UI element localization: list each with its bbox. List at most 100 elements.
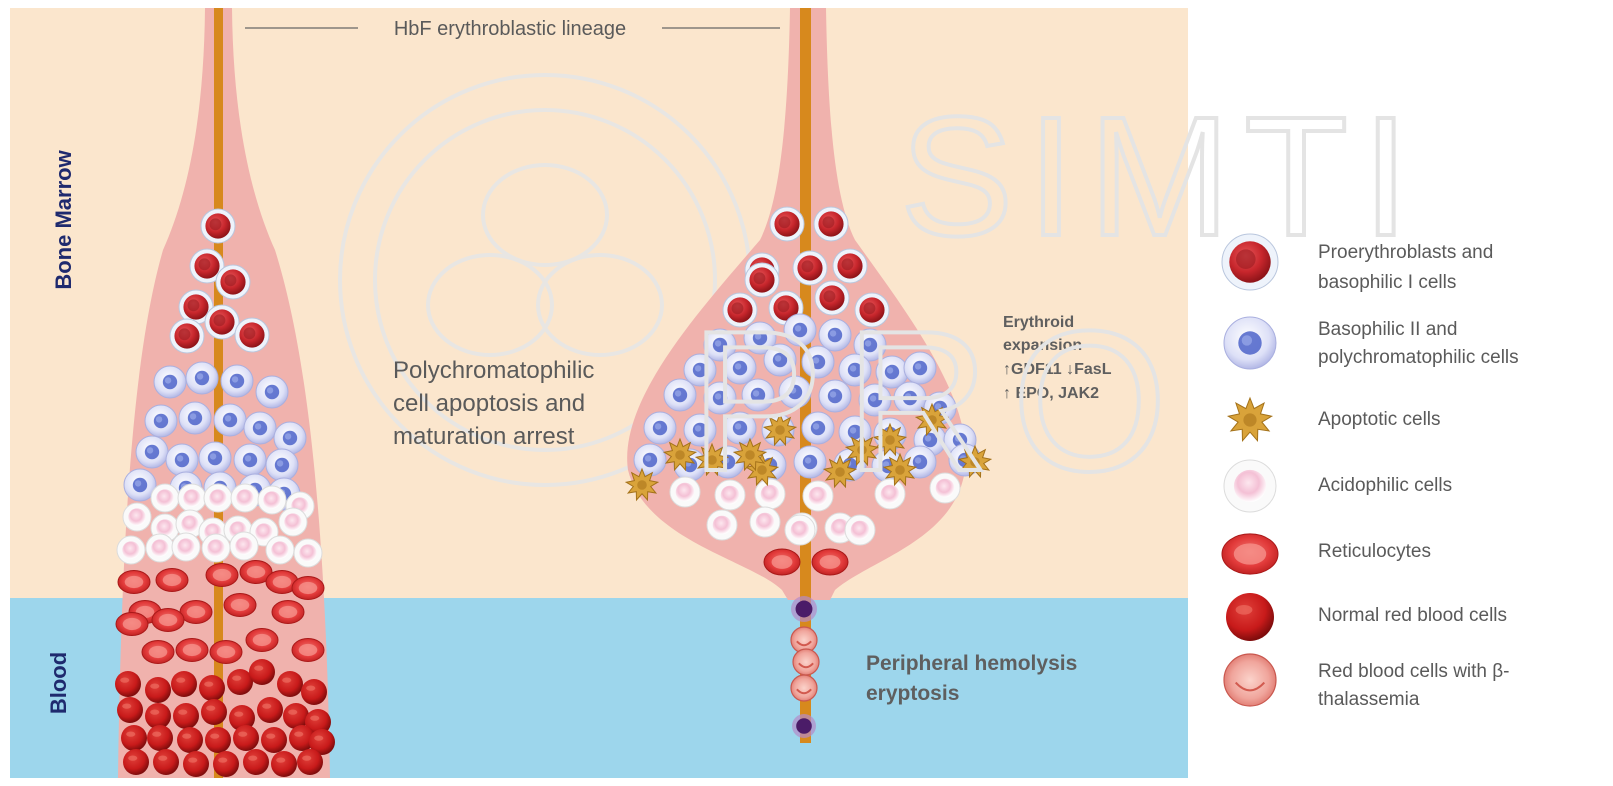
red-blood-cell: [123, 749, 149, 775]
legend: Proerythroblasts andbasophilic I cellsBa…: [1222, 234, 1519, 710]
proerythroblast-cell: [833, 249, 867, 283]
red-blood-cell: [301, 679, 327, 705]
basophilic-cell: [234, 444, 266, 476]
red-blood-cell: [205, 727, 231, 753]
basophilic-cell: [166, 444, 198, 476]
acidophilic-cell: [204, 484, 232, 512]
dying-cell: [791, 596, 817, 622]
red-blood-cell: [201, 699, 227, 725]
red-blood-cell: [145, 677, 171, 703]
apoptotic-cell: [1228, 398, 1271, 441]
polychromatophilic-text-3: maturation arrest: [393, 423, 575, 450]
blood-label: Blood: [46, 652, 71, 714]
basophilic-cell: [136, 436, 168, 468]
lineage-title: HbF erythroblastic lineage: [394, 18, 626, 40]
proerythroblast-cell: [205, 305, 239, 339]
legend-label: Reticulocytes: [1318, 541, 1431, 562]
proerythroblast-cell: [216, 265, 250, 299]
proerythroblast-cell: [201, 209, 235, 243]
acidophilic-cell: [178, 484, 206, 512]
proerythroblast-cell: [770, 207, 804, 241]
proerythroblast-cell: [1222, 234, 1278, 290]
red-blood-cell: [257, 697, 283, 723]
red-blood-cell: [1226, 593, 1274, 641]
acidophilic-cell: [707, 510, 737, 540]
reticulocyte-cell: [292, 576, 324, 599]
reticulocyte-cell: [292, 638, 324, 661]
legend-label-continued: thalassemia: [1318, 689, 1420, 710]
dying-cell: [792, 714, 816, 738]
thalassemic-rbc: [1224, 654, 1276, 706]
reticulocyte-cell: [180, 600, 212, 623]
red-blood-cell: [297, 749, 323, 775]
acidophilic-cell: [258, 486, 286, 514]
basophilic-cell: [244, 412, 276, 444]
acidophilic-cell: [117, 536, 145, 564]
acidophilic-cell: [123, 503, 151, 531]
thalassemic-rbc: [791, 675, 817, 701]
bone-marrow-label: Bone Marrow: [51, 149, 76, 289]
red-blood-cell: [271, 751, 297, 777]
reticulocyte-cell: [246, 628, 278, 651]
red-blood-cell: [121, 725, 147, 751]
basophilic-cell: [1224, 317, 1276, 369]
polychromatophilic-text-1: Polychromatophilic: [393, 357, 594, 384]
acidophilic-cell: [172, 533, 200, 561]
acidophilic-cell: [294, 539, 322, 567]
legend-label-continued: basophilic I cells: [1318, 272, 1456, 293]
watermark-text-2: PRO: [690, 290, 1189, 513]
reticulocyte-cell: [118, 570, 150, 593]
acidophilic-cell: [845, 515, 875, 545]
acidophilic-cell: [1224, 460, 1276, 512]
red-blood-cell: [173, 703, 199, 729]
proerythroblast-icon: [1222, 234, 1278, 290]
legend-label-continued: polychromatophilic cells: [1318, 347, 1519, 368]
reticulocyte-cell: [210, 640, 242, 663]
legend-label: Red blood cells with β-: [1318, 661, 1510, 682]
acidophilic-cell: [266, 536, 294, 564]
legend-label: Normal red blood cells: [1318, 605, 1507, 626]
red-blood-cell: [153, 749, 179, 775]
basophilic-cell: [266, 449, 298, 481]
reticulocyte-cell: [142, 640, 174, 663]
basophilic-cell: [199, 442, 231, 474]
apoptotic-cell-icon: [1228, 398, 1271, 441]
legend-label: Acidophilic cells: [1318, 475, 1452, 496]
red-blood-cell: [249, 659, 275, 685]
reticulocyte-cell: [176, 638, 208, 661]
reticulocyte-cell: [116, 612, 148, 635]
reticulocyte-cell: [224, 593, 256, 616]
proerythroblast-cell: [235, 318, 269, 352]
red-blood-cell: [261, 727, 287, 753]
basophilic-cell: [154, 366, 186, 398]
basophilic-cell: [256, 376, 288, 408]
red-blood-cell: [277, 671, 303, 697]
red-blood-cell: [171, 671, 197, 697]
reticulocyte-cell: [272, 600, 304, 623]
reticulocyte-cell: [812, 549, 848, 575]
basophilic-cell-icon: [1224, 317, 1276, 369]
acidophilic-cell-icon: [1224, 460, 1276, 512]
red-blood-cell: [117, 697, 143, 723]
red-blood-cell: [213, 751, 239, 777]
acidophilic-cell: [231, 484, 259, 512]
basophilic-cell: [186, 362, 218, 394]
acidophilic-cell: [146, 534, 174, 562]
proerythroblast-cell: [814, 207, 848, 241]
reticulocyte-cell: [1222, 534, 1278, 574]
red-blood-cell: [177, 727, 203, 753]
basophilic-cell: [179, 402, 211, 434]
basophilic-cell: [214, 404, 246, 436]
reticulocyte-cell: [156, 568, 188, 591]
acidophilic-cell: [151, 484, 179, 512]
reticulocyte-cell: [764, 549, 800, 575]
proerythroblast-cell: [793, 251, 827, 285]
basophilic-cell: [634, 444, 666, 476]
basophilic-cell: [145, 405, 177, 437]
red-blood-cell: [145, 703, 171, 729]
polychromatophilic-text-2: cell apoptosis and: [393, 390, 585, 417]
hemolysis-text-1: Peripheral hemolysis: [866, 652, 1077, 675]
red-blood-cell: [115, 671, 141, 697]
red-blood-cell: [233, 725, 259, 751]
